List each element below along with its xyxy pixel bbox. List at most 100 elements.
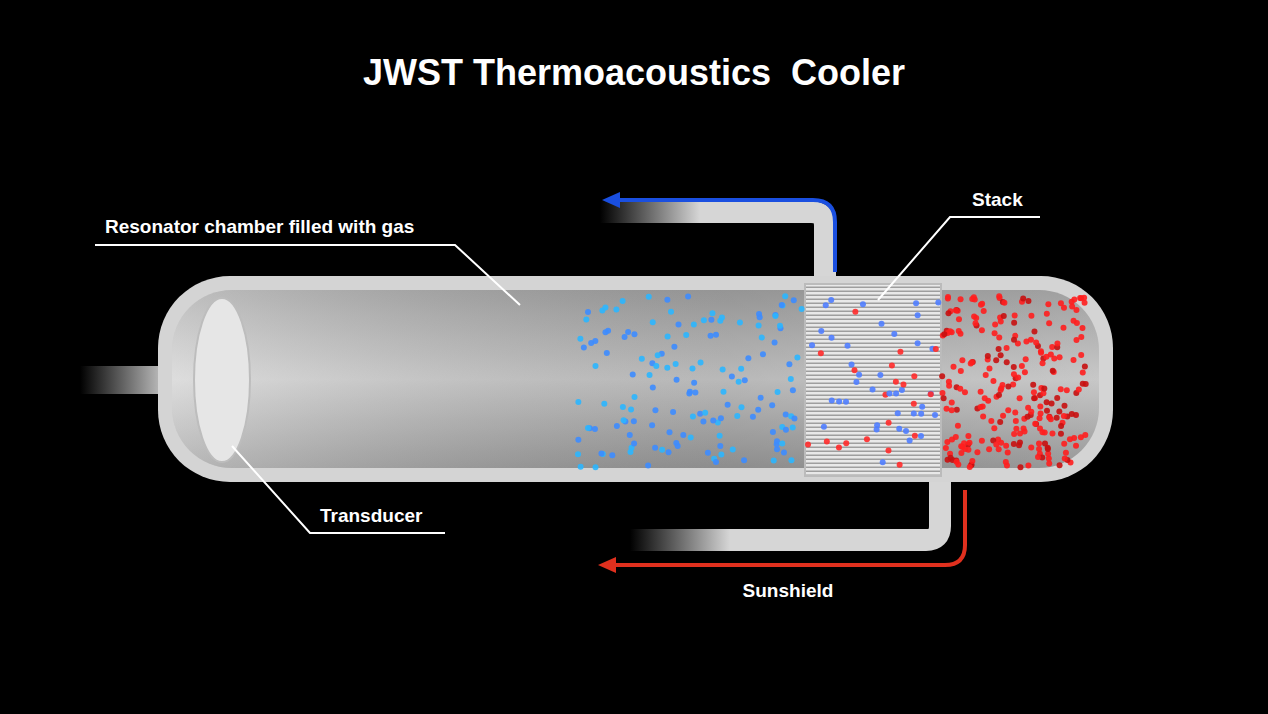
gas-particle [676, 322, 682, 328]
gas-particle [889, 363, 895, 369]
gas-particle [1033, 421, 1039, 427]
part-label: Stack [972, 189, 1023, 211]
gas-particle [720, 367, 726, 373]
gas-particle [1011, 364, 1017, 370]
gas-particle [953, 434, 959, 440]
gas-particle [653, 363, 659, 369]
gas-particle [750, 414, 756, 420]
gas-particle [853, 379, 859, 385]
gas-particle [741, 457, 747, 463]
gas-particle [932, 412, 938, 418]
gas-particle [1020, 295, 1026, 301]
gas-particle [774, 438, 780, 444]
gas-particle [957, 386, 963, 392]
gas-particle [959, 444, 965, 450]
hot-arrowhead [598, 557, 616, 573]
gas-particle [720, 389, 726, 395]
gas-particle [967, 464, 973, 470]
gas-particle [972, 320, 978, 326]
gas-particle [585, 309, 591, 315]
gas-particle [713, 332, 719, 338]
gas-particle [601, 401, 607, 407]
gas-particle [978, 302, 984, 308]
gas-particle [791, 415, 797, 421]
gas-particle [828, 297, 834, 303]
gas-particle [1035, 454, 1041, 460]
gas-particle [915, 312, 921, 318]
gas-particle [1058, 423, 1064, 429]
gas-particle [772, 313, 778, 319]
gas-particle [786, 361, 792, 367]
gas-particle [1040, 360, 1046, 366]
gas-particle [771, 458, 777, 464]
gas-particle [783, 427, 789, 433]
gas-particle [1056, 408, 1062, 414]
gas-particle [1057, 354, 1063, 360]
gas-particle [1054, 395, 1060, 401]
gas-particle [911, 401, 917, 407]
gas-particle [996, 293, 1002, 299]
gas-particle [717, 433, 723, 439]
resonator-shading [172, 290, 1099, 468]
gas-particle [945, 310, 951, 316]
gas-particle [900, 382, 906, 388]
gas-particle [956, 328, 962, 334]
gas-particle [993, 357, 999, 363]
gas-particle [992, 330, 998, 336]
gas-particle [954, 407, 960, 413]
gas-particle [836, 399, 842, 405]
gas-particle [639, 356, 645, 362]
gas-particle [719, 315, 725, 321]
gas-particle [818, 328, 824, 334]
resonator-interior [172, 290, 1099, 468]
gas-particle [1011, 431, 1017, 437]
gas-particle [897, 462, 903, 468]
gas-particle [983, 372, 989, 378]
gas-particle [1033, 340, 1039, 346]
gas-particle [886, 420, 892, 426]
gas-particle [1000, 413, 1006, 419]
gas-particle [775, 389, 781, 395]
gas-particle [986, 366, 992, 372]
gas-particle [1048, 352, 1054, 358]
gas-particle [729, 373, 735, 379]
gas-particle [893, 379, 899, 385]
gas-particle [1016, 442, 1022, 448]
cold-arrowhead [602, 192, 620, 208]
gas-particle [621, 417, 627, 423]
gas-particle [1019, 363, 1025, 369]
gas-particle [718, 452, 724, 458]
gas-particle [783, 411, 789, 417]
gas-particle [692, 390, 698, 396]
gas-particle [1062, 456, 1068, 462]
gas-particle [958, 450, 964, 456]
leader-line [878, 217, 1040, 300]
gas-particle [1079, 325, 1085, 331]
gas-particle [1078, 352, 1084, 358]
gas-particle [650, 319, 656, 325]
gas-particle [996, 335, 1002, 341]
gas-particle [911, 373, 917, 379]
gas-particle [1025, 463, 1031, 469]
gas-particle [790, 387, 796, 393]
gas-particle [604, 350, 610, 356]
diagram-title: JWST Thermoacoustics Cooler [363, 52, 905, 93]
gas-particle [1036, 440, 1042, 446]
gas-particle [756, 322, 762, 328]
gas-particle [690, 413, 696, 419]
gas-particle [737, 320, 743, 326]
gas-particle [955, 423, 961, 429]
gas-particle [779, 302, 785, 308]
gas-particle [577, 336, 583, 342]
gas-particle [1012, 312, 1018, 318]
gas-particle [1060, 325, 1066, 331]
gas-particle [965, 433, 971, 439]
gas-particle [1081, 295, 1087, 301]
gas-particle [620, 298, 626, 304]
gas-particle [781, 450, 787, 456]
gas-particle [1058, 431, 1064, 437]
gas-particle [1061, 305, 1067, 311]
gas-particle [683, 332, 689, 338]
gas-particle [592, 426, 598, 432]
gas-particle [1037, 403, 1043, 409]
